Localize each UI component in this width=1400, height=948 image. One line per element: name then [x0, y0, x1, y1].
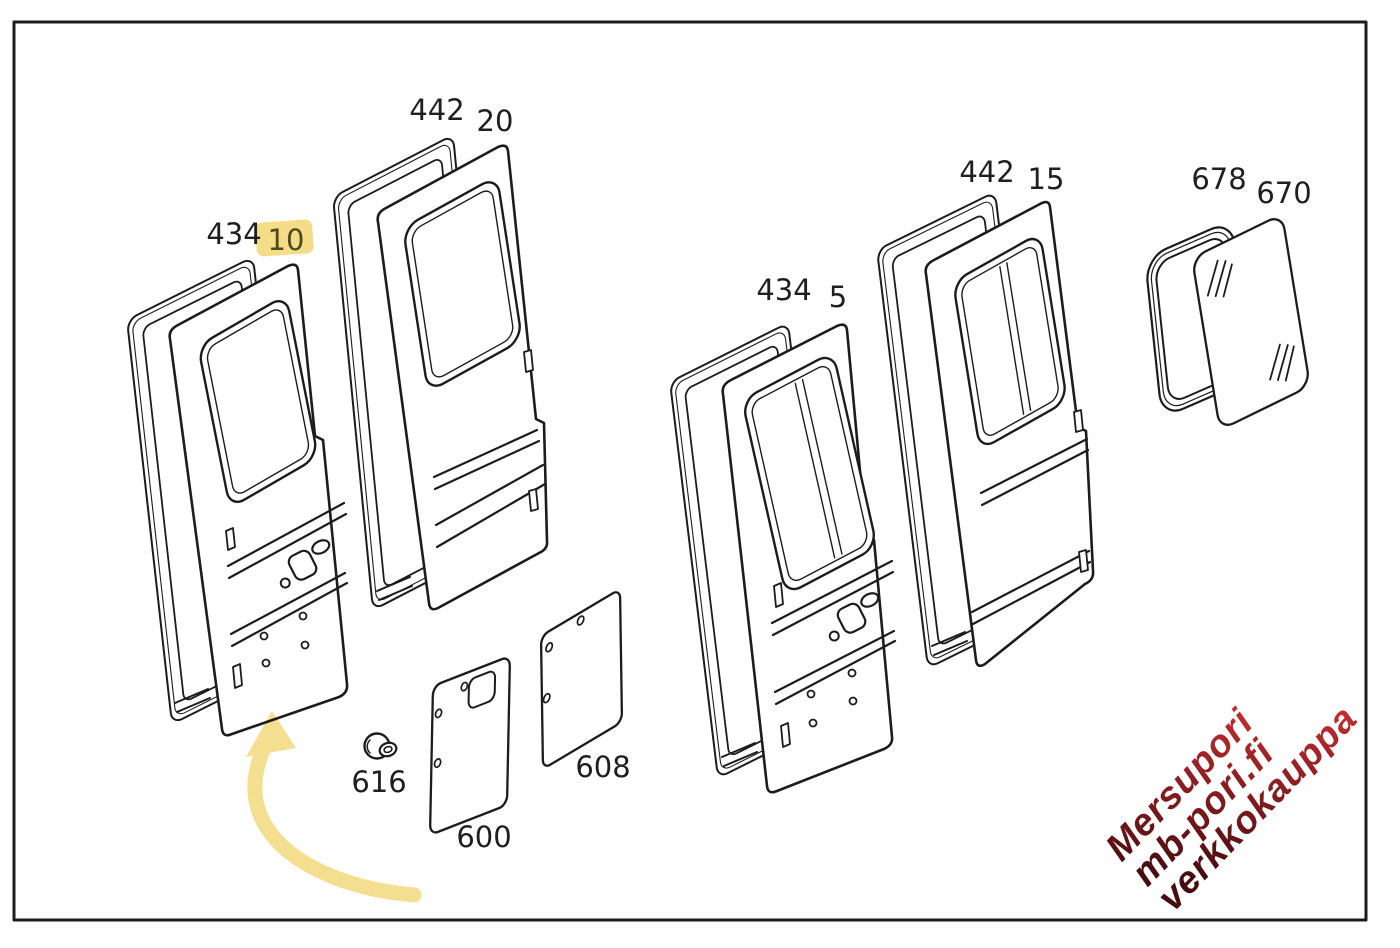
door-15-window [953, 233, 1067, 450]
seal-bracket-c [721, 742, 758, 767]
seal-bracket-left [174, 688, 211, 713]
label-434-left: 434 [206, 217, 261, 251]
seal-bracket-b [376, 576, 413, 601]
door-10-handle-cutouts [279, 539, 331, 589]
clip-616 [363, 732, 398, 760]
arrow-annotation [246, 711, 422, 903]
door-panel-10 [168, 263, 349, 737]
door-20 [376, 144, 549, 611]
label-20: 20 [477, 104, 514, 138]
label-15: 15 [1028, 162, 1065, 196]
door-10-clip-holes [259, 611, 310, 668]
door-15 [924, 200, 1095, 668]
label-442-left: 442 [409, 93, 464, 127]
label-434-mid: 434 [756, 273, 811, 307]
door-5-clip-holes [806, 668, 858, 728]
door-5 [721, 323, 897, 794]
door-20-window [403, 176, 522, 392]
window-glass-670 [1192, 214, 1310, 430]
door-10-window [198, 295, 318, 508]
trim-panel-600 [430, 656, 510, 835]
label-442-right: 442 [959, 155, 1014, 189]
panel-600-cutout [468, 670, 495, 710]
label-5: 5 [829, 280, 847, 314]
door-5-window [742, 352, 877, 595]
label-600: 600 [456, 820, 511, 854]
arrow-head [246, 711, 296, 757]
panel-608-clip-holes [543, 615, 585, 704]
label-616: 616 [351, 765, 406, 799]
highlight-marker-10 [255, 219, 314, 257]
trim-panel-608 [541, 589, 622, 769]
diagram-border [12, 20, 1368, 922]
label-10-highlighted: 10 [268, 223, 305, 257]
label-670: 670 [1256, 176, 1311, 210]
door-5-handle-cutouts [828, 592, 880, 642]
seal-bracket-d [931, 631, 968, 656]
glass-reflection-lines [1203, 232, 1298, 409]
label-678: 678 [1191, 162, 1246, 196]
label-608: 608 [575, 750, 630, 784]
panel-600-clip-holes [434, 681, 467, 768]
